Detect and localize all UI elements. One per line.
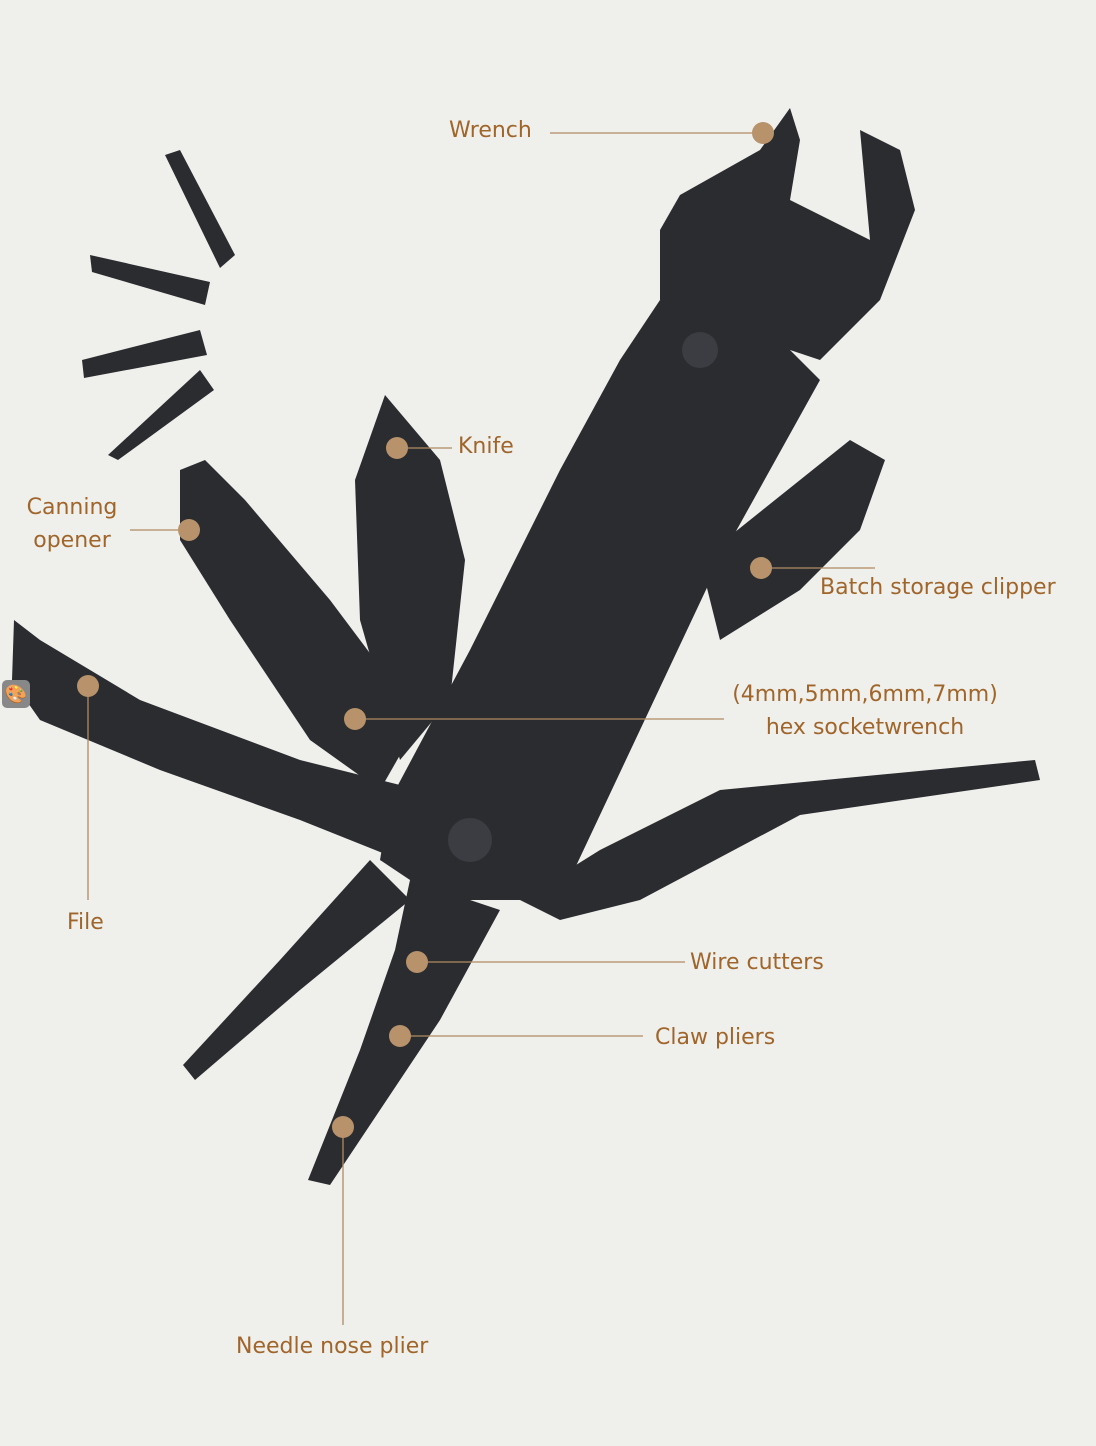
palette-icon[interactable]: 🎨	[2, 680, 30, 708]
storage-clipper	[700, 440, 885, 640]
label-file: File	[67, 910, 104, 935]
knife-blade	[355, 395, 465, 760]
file-blade	[12, 620, 420, 860]
wrench-head	[660, 108, 915, 360]
bit	[165, 150, 235, 268]
bit	[82, 330, 207, 378]
handle	[380, 300, 820, 900]
label-needle-nose-plier: Needle nose plier	[236, 1334, 429, 1359]
label-canning-opener-line1: Canning	[26, 495, 118, 520]
label-canning-opener: Canning opener	[20, 491, 124, 557]
marker-dots	[77, 122, 774, 1138]
canning-opener-blade	[180, 460, 420, 790]
label-hex-line2: hex socketwrench	[765, 715, 965, 740]
bit	[108, 370, 214, 460]
label-wrench: Wrench	[449, 118, 532, 143]
label-claw-pliers: Claw pliers	[655, 1025, 776, 1050]
multitool	[12, 108, 1040, 1185]
label-wire-cutters: Wire cutters	[690, 950, 824, 975]
label-knife: Knife	[458, 434, 514, 459]
label-hex-socket-wrench: (4mm,5mm,6mm,7mm) hex socketwrench	[725, 678, 1005, 744]
label-batch-storage-clipper: Batch storage clipper	[820, 575, 1056, 600]
bit	[90, 255, 210, 305]
label-canning-opener-line2: opener	[33, 528, 111, 553]
label-hex-line1: (4mm,5mm,6mm,7mm)	[732, 682, 998, 707]
handle-arm	[520, 760, 1040, 920]
screws	[448, 332, 718, 862]
plier-jaw-left	[183, 860, 410, 1080]
